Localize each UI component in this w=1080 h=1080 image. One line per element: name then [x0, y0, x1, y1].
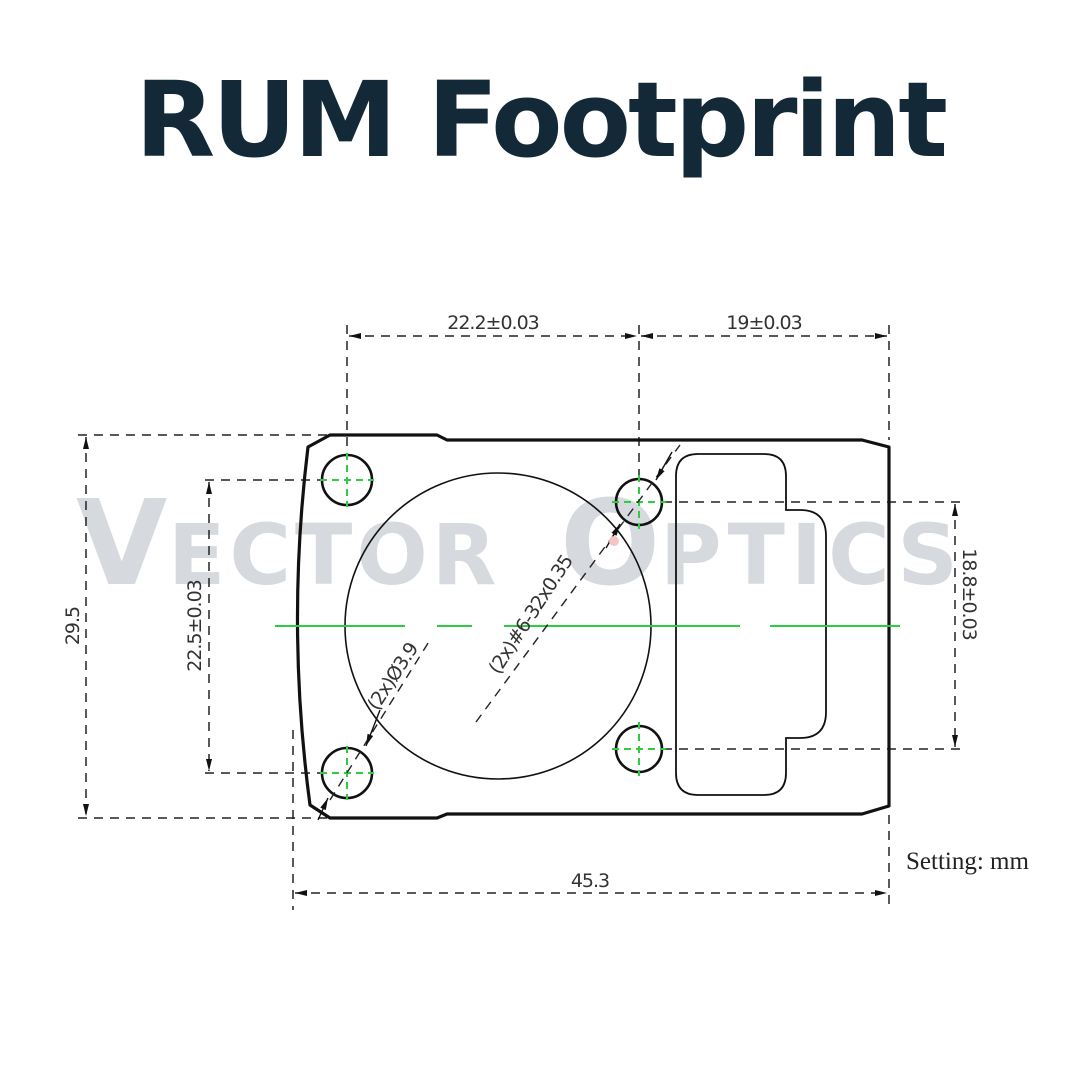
dim-hole-spacing-left: 22.5±0.03	[184, 580, 206, 672]
watermark: V ECTOR O PTICS	[76, 474, 964, 612]
dimension-lines	[83, 333, 958, 896]
svg-text:ECTOR: ECTOR	[168, 506, 500, 604]
battery-pocket-outline	[675, 453, 827, 796]
units-label: Setting: mm	[906, 848, 1029, 875]
extension-lines	[78, 325, 965, 910]
leader-dot	[609, 536, 619, 546]
callout-clearance-hole: (2x)Ø3.9	[363, 639, 422, 714]
svg-text:PTICS: PTICS	[660, 506, 964, 604]
dim-overall-height: 29.5	[62, 607, 84, 645]
svg-text:V: V	[76, 474, 167, 612]
dim-top-right: 19±0.03	[726, 312, 801, 334]
dim-top-left: 22.2±0.03	[447, 312, 539, 334]
dim-overall-width: 45.3	[571, 870, 609, 892]
dim-hole-spacing-right: 18.8±0.03	[958, 548, 980, 640]
page-title: RUM Footprint	[135, 59, 948, 181]
hole-centerlines	[320, 453, 666, 800]
footprint-outline	[295, 433, 891, 820]
